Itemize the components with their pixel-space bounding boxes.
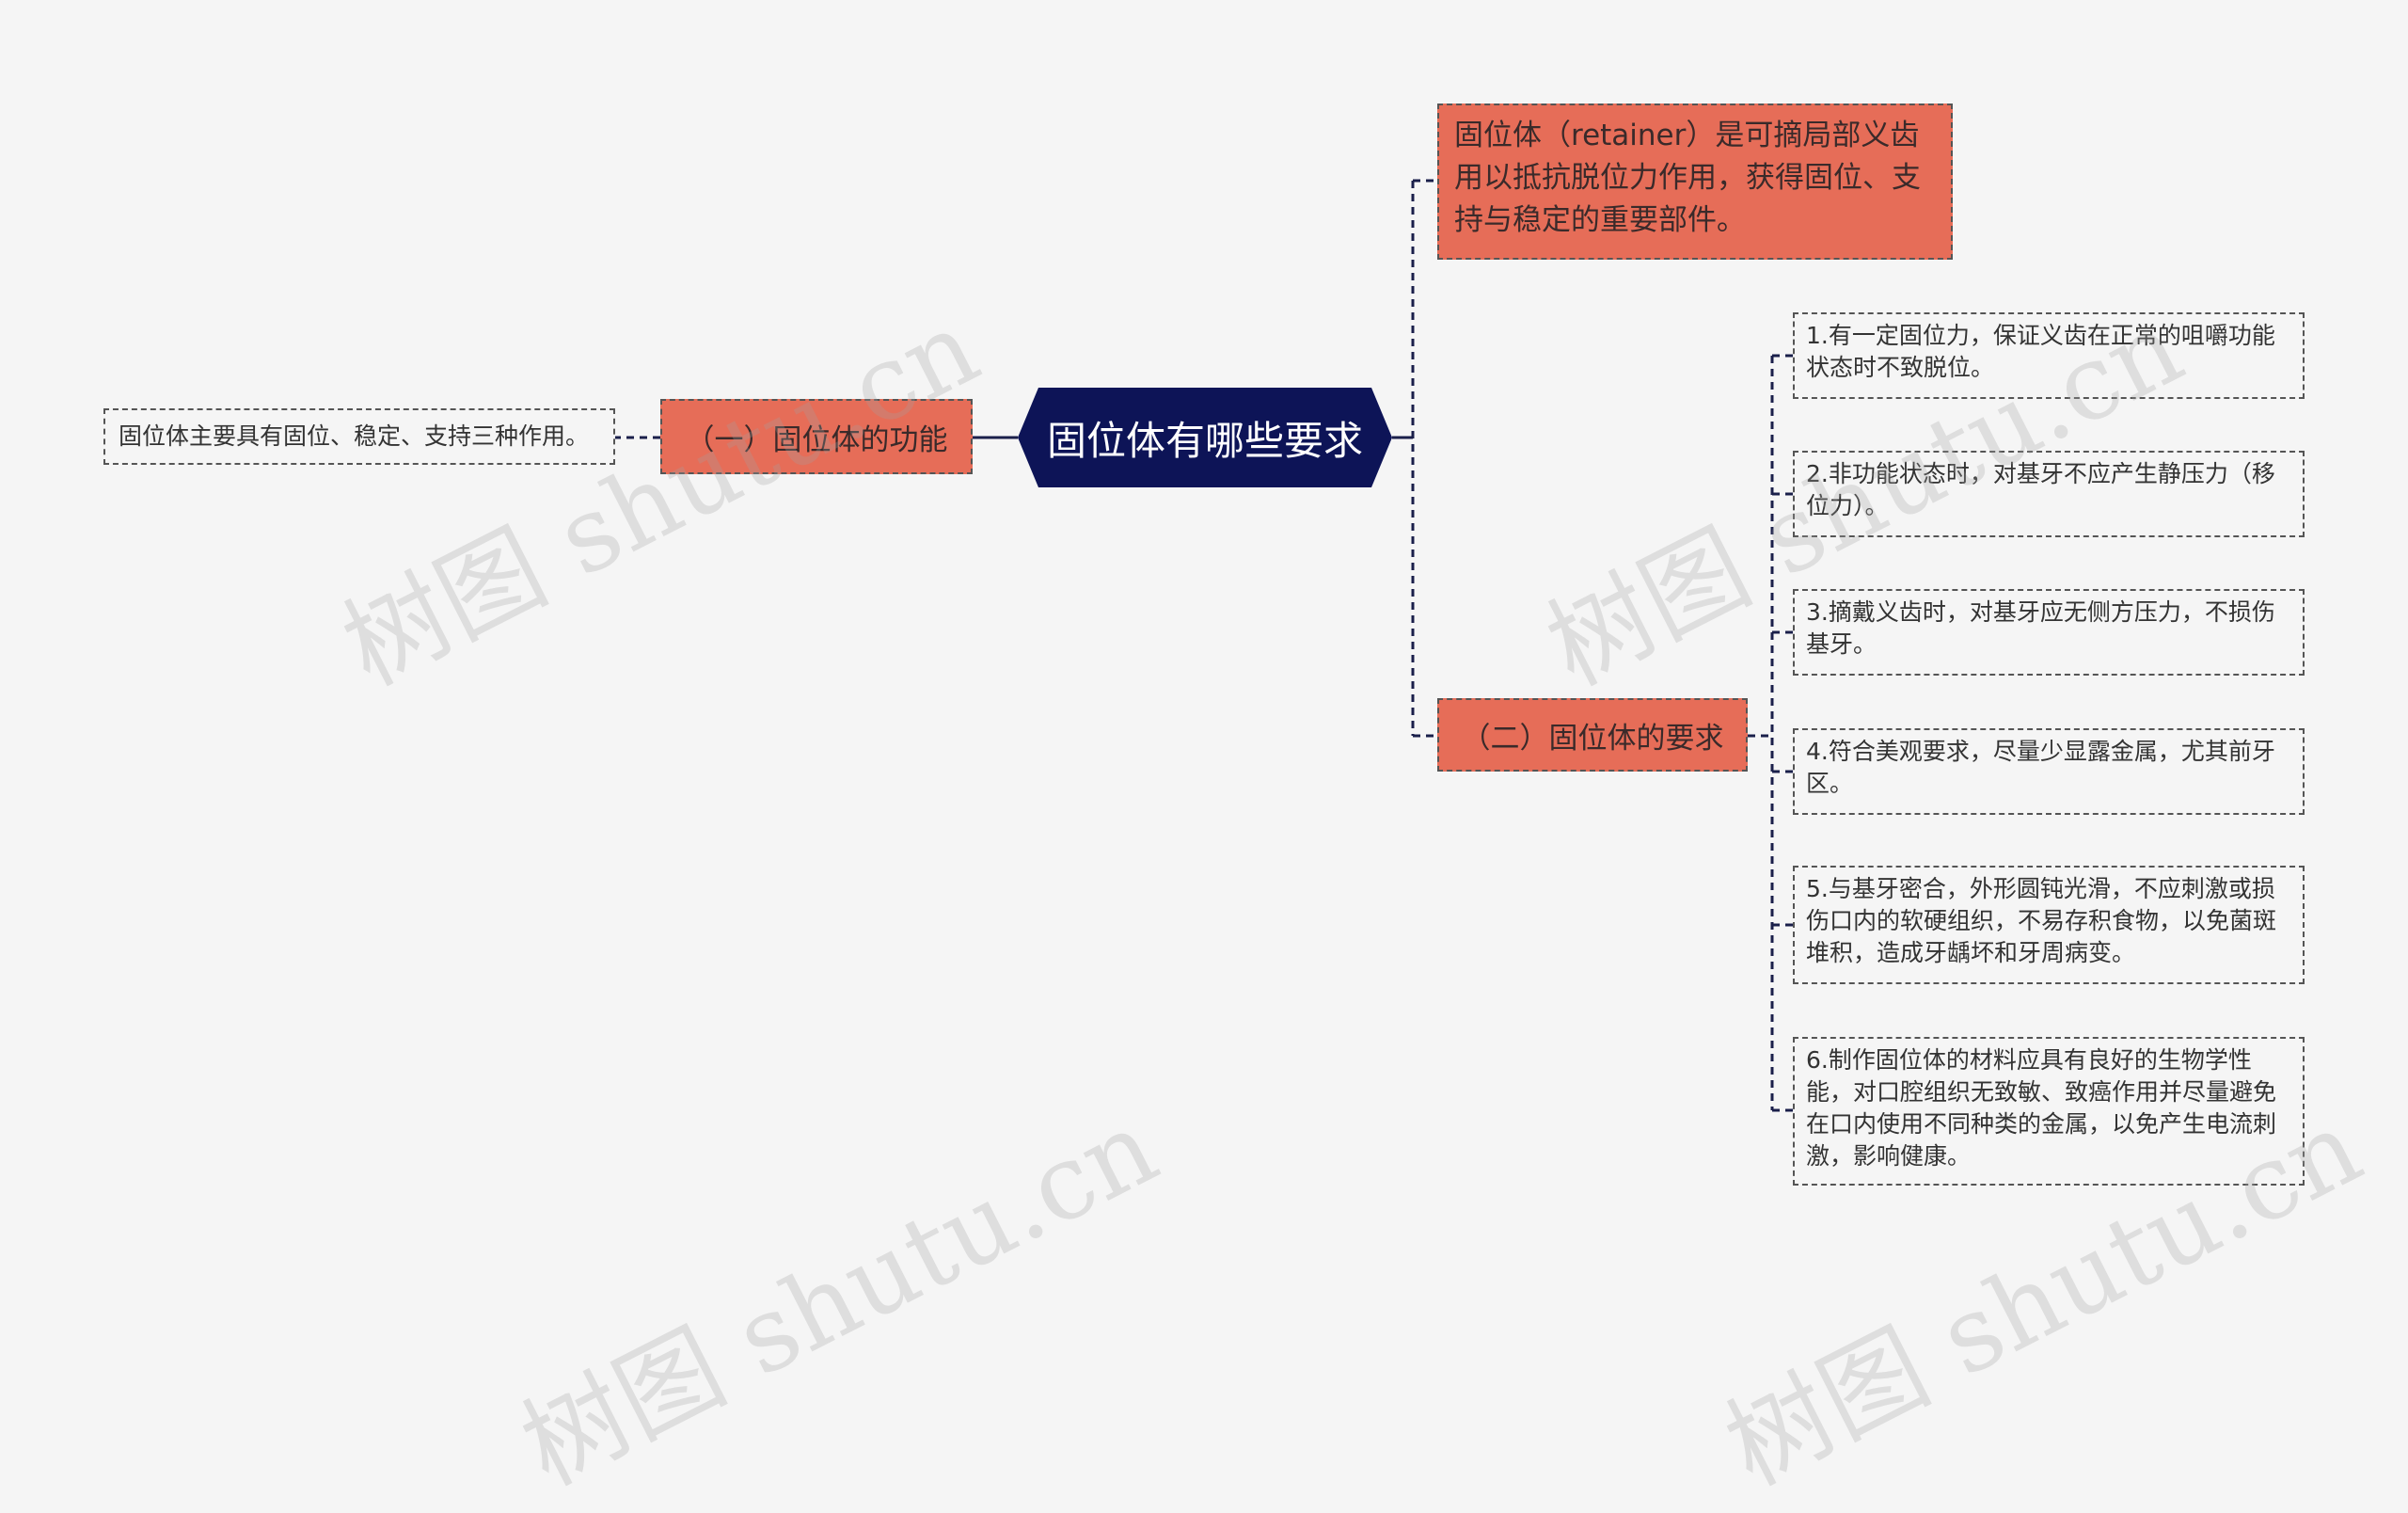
requirement-item-1-text: 1.有一定固位力，保证义齿在正常的咀嚼功能状态时不致脱位。 — [1806, 322, 2275, 381]
requirement-item-5-text: 5.与基牙密合，外形圆钝光滑，不应刺激或损伤口内的软硬组织，不易存积食物，以免菌… — [1806, 875, 2277, 966]
requirement-item-2-text: 2.非功能状态时，对基牙不应产生静压力（移位力）。 — [1806, 460, 2275, 519]
leaf-functions-summary-text: 固位体主要具有固位、稳定、支持三种作用。 — [119, 422, 590, 450]
requirement-item-4-text: 4.符合美观要求，尽量少显露金属，尤其前牙区。 — [1806, 738, 2275, 797]
definition-text: 固位体（retainer）是可摘局部义齿用以抵抗脱位力作用，获得固位、支持与稳定… — [1454, 119, 1921, 237]
requirement-item-5[interactable]: 5.与基牙密合，外形圆钝光滑，不应刺激或损伤口内的软硬组织，不易存积食物，以免菌… — [1793, 866, 2305, 984]
root-hexagon-shape — [1018, 388, 1392, 487]
root-topic[interactable]: 固位体有哪些要求 — [1018, 388, 1392, 487]
root-topic-label: 固位体有哪些要求 — [1046, 417, 1363, 464]
requirement-item-3-text: 3.摘戴义齿时，对基牙应无侧方压力，不损伤基牙。 — [1806, 598, 2275, 658]
requirement-item-1[interactable]: 1.有一定固位力，保证义齿在正常的咀嚼功能状态时不致脱位。 — [1793, 312, 2305, 399]
branch-functions-label: （一）固位体的功能 — [685, 422, 948, 457]
definition-node[interactable]: 固位体（retainer）是可摘局部义齿用以抵抗脱位力作用，获得固位、支持与稳定… — [1437, 104, 1953, 260]
connector-lines — [615, 179, 1793, 1112]
requirement-item-6[interactable]: 6.制作固位体的材料应具有良好的生物学性能，对口腔组织无致敏、致癌作用并尽量避免… — [1793, 1037, 2305, 1186]
branch-requirements-label: （二）固位体的要求 — [1461, 721, 1724, 756]
requirement-item-6-text: 6.制作固位体的材料应具有良好的生物学性能，对口腔组织无致敏、致癌作用并尽量避免… — [1806, 1046, 2277, 1170]
requirement-item-2[interactable]: 2.非功能状态时，对基牙不应产生静压力（移位力）。 — [1793, 451, 2305, 537]
requirement-item-4[interactable]: 4.符合美观要求，尽量少显露金属，尤其前牙区。 — [1793, 728, 2305, 815]
branch-requirements[interactable]: （二）固位体的要求 — [1437, 698, 1748, 772]
requirement-item-3[interactable]: 3.摘戴义齿时，对基牙应无侧方压力，不损伤基牙。 — [1793, 589, 2305, 676]
branch-functions[interactable]: （一）固位体的功能 — [660, 399, 973, 474]
mindmap-canvas: 固位体有哪些要求 （一）固位体的功能 固位体主要具有固位、稳定、支持三种作用。 … — [103, 104, 2379, 1508]
leaf-functions-summary[interactable]: 固位体主要具有固位、稳定、支持三种作用。 — [103, 408, 615, 465]
